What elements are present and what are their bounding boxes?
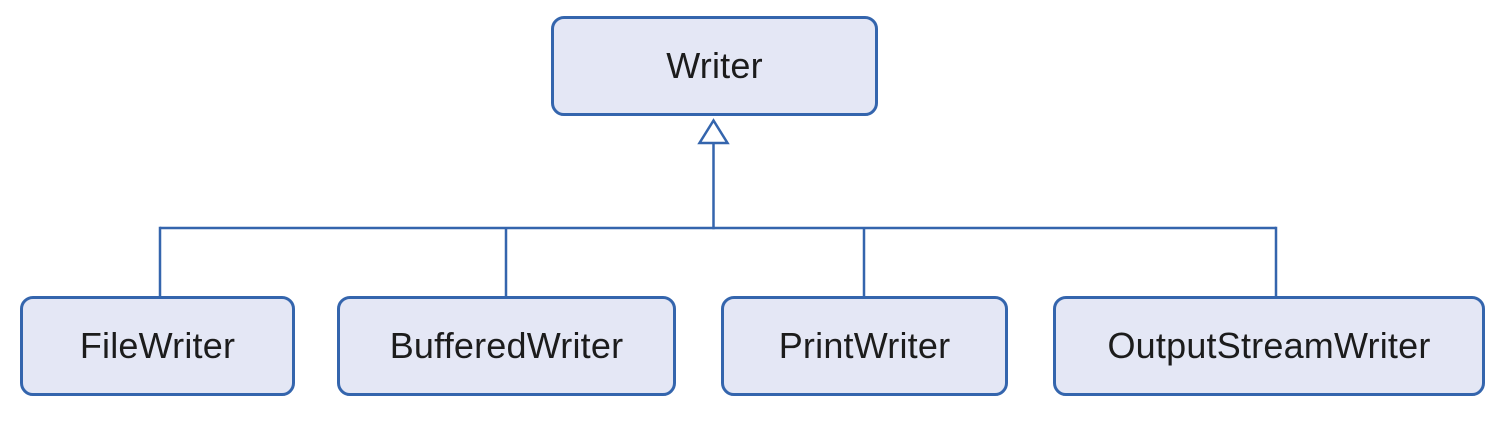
node-bufferedwriter-label: BufferedWriter <box>389 325 624 366</box>
node-printwriter-label: PrintWriter <box>778 325 951 366</box>
node-writer-label: Writer <box>666 45 763 86</box>
node-printwriter: PrintWriter <box>721 296 1008 396</box>
node-outputstreamwriter-label: OutputStreamWriter <box>1107 325 1431 366</box>
node-filewriter: FileWriter <box>20 296 295 396</box>
node-outputstreamwriter: OutputStreamWriter <box>1053 296 1485 396</box>
node-bufferedwriter: BufferedWriter <box>337 296 676 396</box>
generalization-triangle-icon <box>697 118 730 145</box>
node-writer: Writer <box>551 16 878 116</box>
node-filewriter-label: FileWriter <box>79 325 236 366</box>
